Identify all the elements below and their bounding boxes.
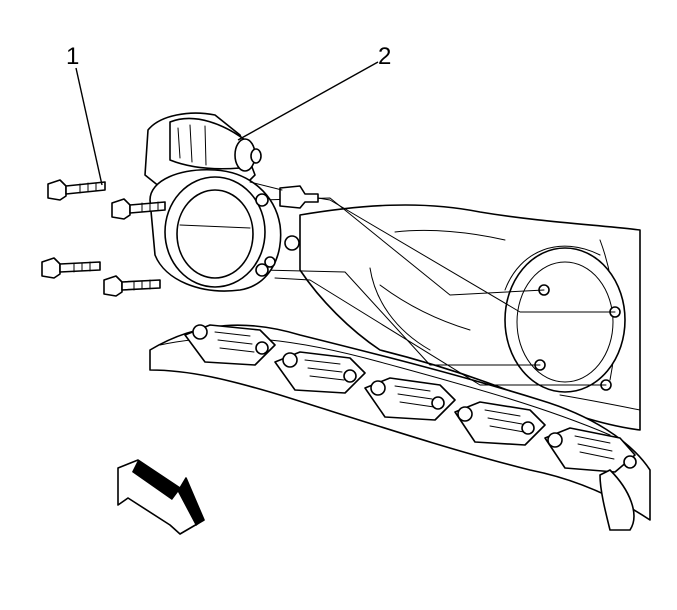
ignition-coil-icon [274,351,366,394]
ignition-coil-icon [544,427,637,473]
ignition-coil-icon [364,377,456,421]
callout-1-label: 1 [66,43,79,70]
bolt-icon [111,198,166,220]
throttle-body-icon [144,112,319,292]
bolt-icon [41,257,101,279]
bolt-icon [47,179,106,201]
bolt-icon [103,275,161,297]
callout-2-leader [237,61,379,141]
ignition-coil-row [149,324,651,531]
direction-arrow-icon [117,459,205,535]
ignition-coil-icon [454,401,546,446]
intake-manifold-icon [299,204,641,431]
callout-1-leader [75,67,103,186]
ignition-coil-icon [184,324,276,366]
callout-2-label: 2 [378,43,391,70]
